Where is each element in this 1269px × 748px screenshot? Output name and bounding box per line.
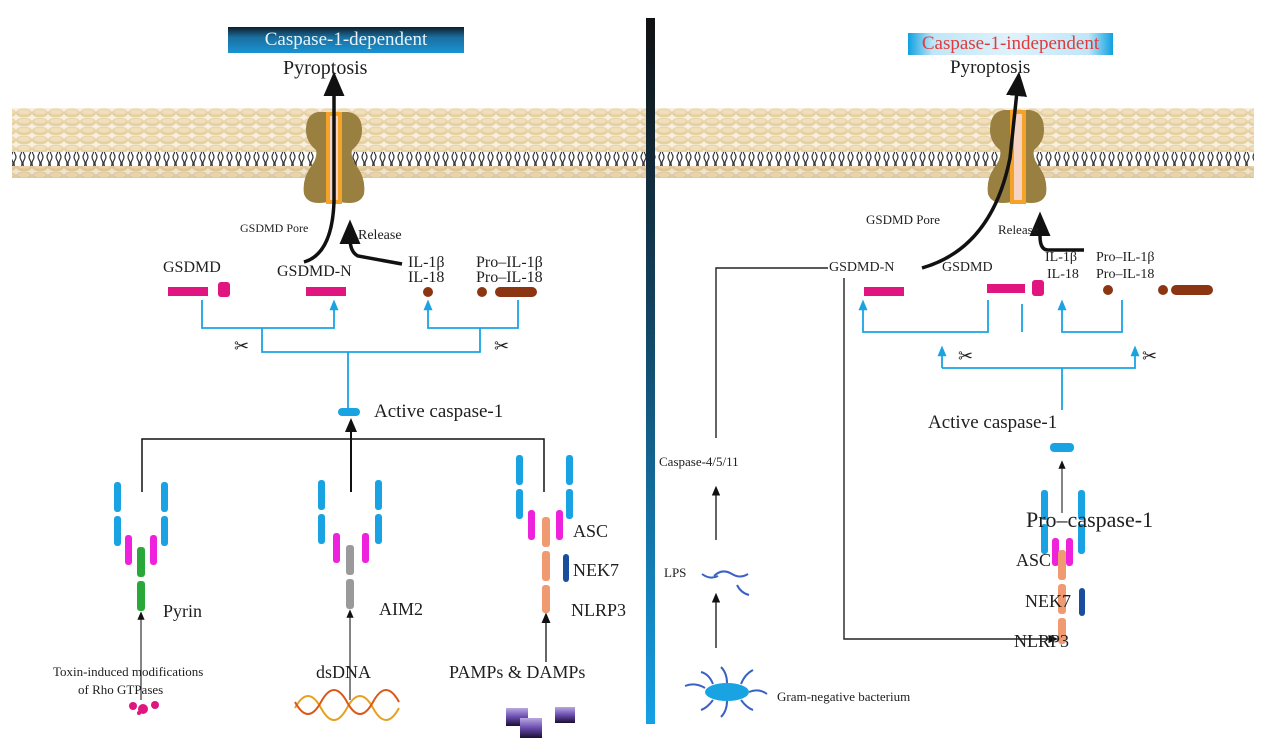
il18-label: IL-18	[408, 269, 445, 286]
cleavage-lines-left	[201, 299, 519, 412]
release-arrow-right	[1029, 211, 1084, 252]
lps-label: LPS	[664, 565, 687, 580]
il-dot	[423, 287, 433, 297]
pro-il1b-label: Pro–IL-1β	[476, 254, 543, 271]
dsdna-label: dsDNA	[316, 662, 372, 682]
pyroptosis-label: Pyroptosis	[283, 57, 368, 79]
toxin-label-1: Toxin-induced modifications	[53, 664, 204, 679]
scissors-icon: ✂	[234, 336, 249, 356]
bacterium-label: Gram-negative bacterium	[777, 689, 911, 704]
scissors-icon: ✂	[958, 346, 973, 366]
toxin-label-2: of Rho GTPases	[78, 682, 164, 697]
asc-label: ASC	[1016, 550, 1052, 570]
lps-icon	[701, 570, 750, 596]
pro-il-bar	[1171, 285, 1213, 295]
scissors-icon: ✂	[494, 336, 509, 356]
scissors-icon: ✂	[1142, 346, 1157, 366]
pamps-damps-label: PAMPs & DAMPs	[449, 662, 586, 682]
toxin-icon	[129, 701, 159, 715]
dna-icon	[294, 689, 400, 721]
gsdmd-bar	[987, 284, 1025, 293]
gsdmd-label: GSDMD	[163, 259, 221, 276]
release-label: Release	[358, 228, 402, 243]
gsdmd-n-bar	[306, 287, 346, 296]
nlrp3-label: NLRP3	[1014, 631, 1070, 651]
nlrp3-inflammasome	[516, 455, 573, 613]
nek7-label: NEK7	[573, 560, 619, 580]
pro-il-dot	[477, 287, 487, 297]
gsdmd-label: GSDMD	[942, 260, 993, 275]
pro-caspase-1-label: Pro–caspase-1	[1026, 507, 1154, 532]
il-dot	[1103, 285, 1113, 295]
gsdmd-n-label: GSDMD-N	[277, 263, 352, 280]
gsdmd-c-bar	[1032, 280, 1044, 296]
active-caspase-1-label: Active caspase-1	[374, 401, 504, 422]
active-caspase-1-bar	[1050, 443, 1074, 452]
il1b-label: IL-1β	[408, 254, 445, 271]
inflammasome-connector	[141, 418, 545, 492]
pyroptosis-label: Pyroptosis	[950, 57, 1031, 78]
active-caspase-1-label: Active caspase-1	[928, 412, 1058, 433]
bacterium-icon	[684, 666, 768, 718]
gsdmd-c-bar	[218, 282, 230, 297]
il18-label: IL-18	[1047, 267, 1079, 282]
panel-title-independent: Caspase-1-independent	[908, 33, 1113, 55]
nek7-label: NEK7	[1025, 591, 1071, 611]
gsdmd-n-label: GSDMD-N	[829, 260, 895, 275]
gsdmd-pore-label: GSDMD Pore	[240, 221, 309, 235]
nlrp3-inflammasome-right	[1041, 490, 1085, 644]
aim2-inflammasome	[318, 480, 382, 609]
active-caspase-1-bar	[338, 408, 360, 416]
pro-il18-label: Pro–IL-18	[1096, 267, 1155, 282]
panel-title-dependent: Caspase-1-dependent	[228, 27, 464, 53]
pyrin-label: Pyrin	[163, 601, 203, 621]
pyroptosis-arrow-left	[303, 71, 345, 264]
asc-label: ASC	[573, 521, 609, 541]
pro-il-bar	[495, 287, 537, 297]
pro-il-dot	[1158, 285, 1168, 295]
nlrp3-label: NLRP3	[571, 600, 627, 620]
pyrin-inflammasome	[114, 482, 168, 611]
il1b-label: IL-1β	[1045, 250, 1077, 265]
cell-membrane	[12, 108, 1254, 178]
release-label: Release	[998, 222, 1039, 237]
pamps-damps-icon	[506, 707, 575, 738]
panel-divider	[646, 18, 655, 724]
aim2-label: AIM2	[379, 599, 423, 619]
pro-il18-label: Pro–IL-18	[476, 269, 543, 286]
release-arrow-left	[339, 219, 403, 266]
cleavage-lines-right	[858, 299, 1140, 410]
caspase-4-5-11-label: Caspase-4/5/11	[659, 454, 739, 469]
pro-il1b-label: Pro–IL-1β	[1096, 250, 1155, 265]
pyroptosis-arrow-right	[921, 71, 1027, 270]
gsdmd-pore-label: GSDMD Pore	[866, 212, 941, 227]
noncanonical-pathway-lines	[711, 267, 1059, 648]
gsdmd-bar	[168, 287, 208, 296]
gsdmd-n-bar	[864, 287, 904, 296]
